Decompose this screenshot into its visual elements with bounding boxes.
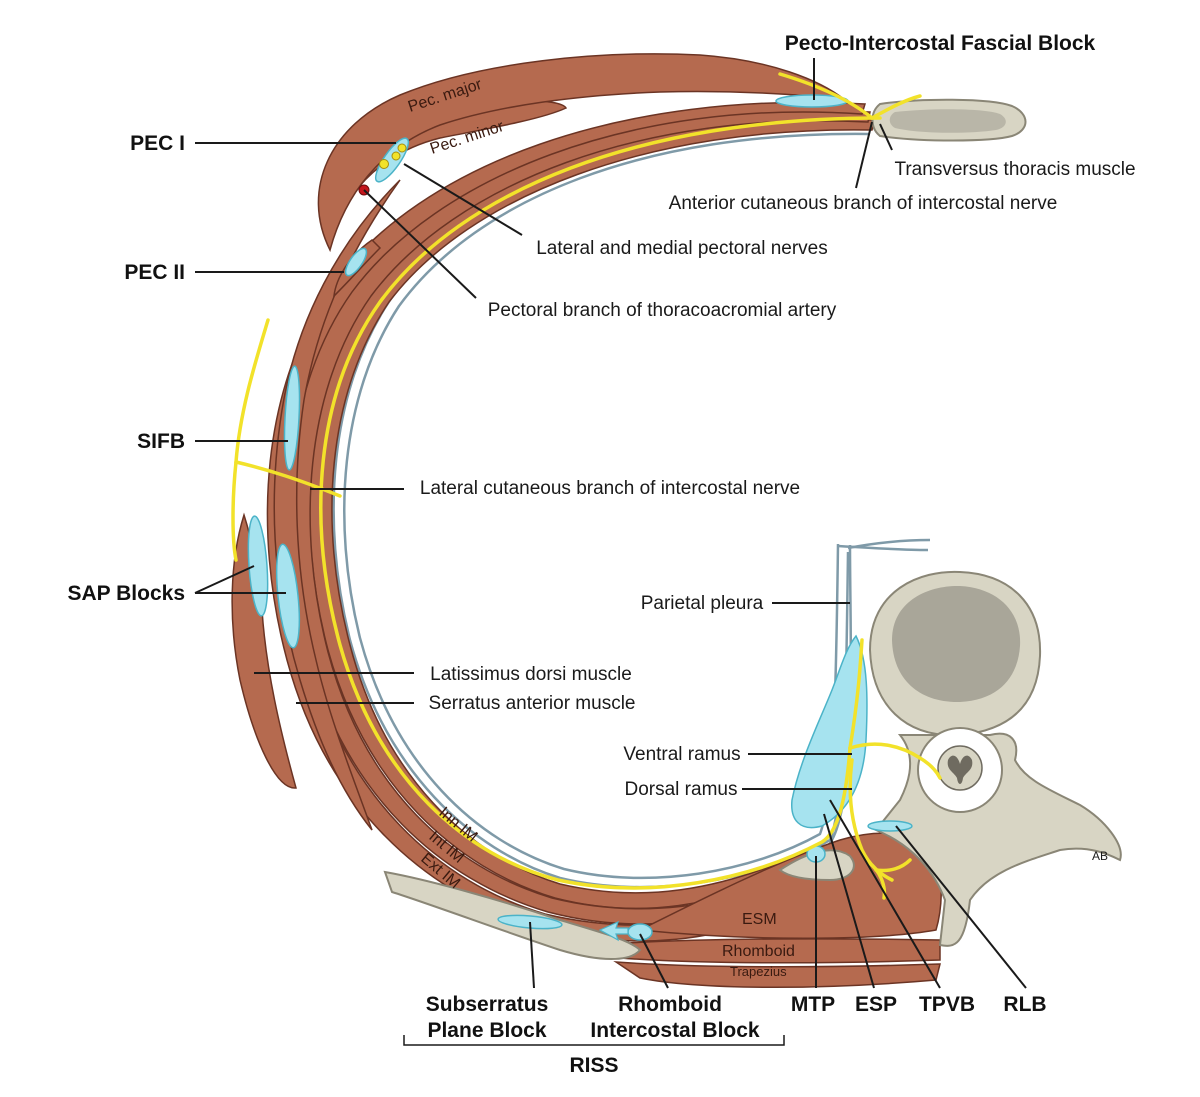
ventral-ramus-upper <box>848 638 864 750</box>
leader-pectoral-nerves <box>403 163 523 236</box>
spinal-cord-grey-matter <box>947 755 973 784</box>
anterior-cutaneous-nerve <box>870 94 922 120</box>
rlb-block-target <box>867 820 913 832</box>
pec2-block-target <box>344 247 368 277</box>
tpvb-label: TPVB <box>919 993 975 1016</box>
dorsal-ramus-nerve <box>848 758 894 882</box>
mtp-label: MTP <box>791 993 835 1016</box>
trapezius-label: Trapezius <box>730 964 787 979</box>
artist-initials: AB <box>1092 849 1108 863</box>
paravertebral-space-block <box>791 634 868 829</box>
intercostal-nerve <box>319 116 882 890</box>
dorsal-ramus-branch-1 <box>866 860 887 900</box>
vertebra-body-marrow <box>892 585 1021 703</box>
sap-block-deep-target <box>275 543 301 649</box>
serratus-anterior-label: Serratus anterior muscle <box>429 693 636 714</box>
leader-subserratus <box>529 921 535 989</box>
sap-block-superficial-target <box>247 515 269 617</box>
rlb-label: RLB <box>1003 993 1046 1016</box>
rhomboid-block-target <box>627 923 653 941</box>
leader-rhomboid-block <box>639 933 669 989</box>
leader-rlb <box>895 825 1027 989</box>
pecto-intercostal-block-label: Pecto-Intercostal Fascial Block <box>785 32 1096 55</box>
parietal-pleura-top-inner <box>837 544 929 552</box>
pectoral-nerves-label: Lateral and medial pectoral nerves <box>536 238 828 259</box>
ventral-ramus-label: Ventral ramus <box>623 744 740 765</box>
leader-transversus <box>879 123 893 151</box>
leader-anterior-cutaneous <box>855 121 873 189</box>
anterior-cutaneous-nerve-2 <box>778 72 874 120</box>
parietal-pleura-label: Parietal pleura <box>641 593 764 614</box>
anterior-cutaneous-label: Anterior cutaneous branch of intercostal… <box>669 193 1058 214</box>
riss-label: RISS <box>569 1054 618 1077</box>
external-intercostal-muscle <box>266 101 866 942</box>
pectoral-nerve-2 <box>391 151 401 161</box>
pec1-label: PEC I <box>130 132 185 155</box>
sifb-block-target <box>283 365 301 471</box>
pec2-label: PEC II <box>124 261 185 284</box>
sap-blocks-label: SAP Blocks <box>68 582 186 605</box>
rhomboid-muscle <box>610 938 941 964</box>
pectoral-nerve-1 <box>379 159 389 169</box>
trapezius-muscle <box>613 961 941 988</box>
rhomboid-block-label-line1: Rhomboid <box>618 993 722 1016</box>
latissimus-dorsi-label: Latissimus dorsi muscle <box>430 664 632 685</box>
serratus-anterior-muscle <box>273 179 401 831</box>
rhomboid-label: Rhomboid <box>722 943 795 960</box>
pectoral-artery-label: Pectoral branch of thoracoacromial arter… <box>488 300 837 321</box>
ventral-ramus-nerve <box>848 742 942 780</box>
dorsal-ramus-label: Dorsal ramus <box>625 779 738 800</box>
leader-sap-1 <box>194 565 255 594</box>
leader-tpvb <box>829 799 941 989</box>
subserratus-label-line1: Subserratus <box>426 993 549 1016</box>
riss-arrow <box>598 920 629 942</box>
lateral-cutaneous-nerve-down <box>231 460 238 562</box>
sternum-marrow <box>889 109 1006 133</box>
esm-label: ESM <box>742 911 777 928</box>
leader-pectoral-artery <box>363 189 477 299</box>
esp-label: ESP <box>855 993 897 1016</box>
leader-esp <box>823 813 875 989</box>
pectoral-nerve-3 <box>397 143 407 153</box>
subserratus-label-line2: Plane Block <box>427 1019 546 1042</box>
riss-bracket <box>403 1035 785 1046</box>
transversus-thoracis-label: Transversus thoracis muscle <box>894 159 1135 180</box>
sifb-label: SIFB <box>137 430 185 453</box>
rhomboid-block-label-line2: Intercostal Block <box>590 1019 760 1042</box>
lateral-cutaneous-label: Lateral cutaneous branch of intercostal … <box>420 478 800 499</box>
dorsal-ramus-branch-2 <box>874 858 912 873</box>
